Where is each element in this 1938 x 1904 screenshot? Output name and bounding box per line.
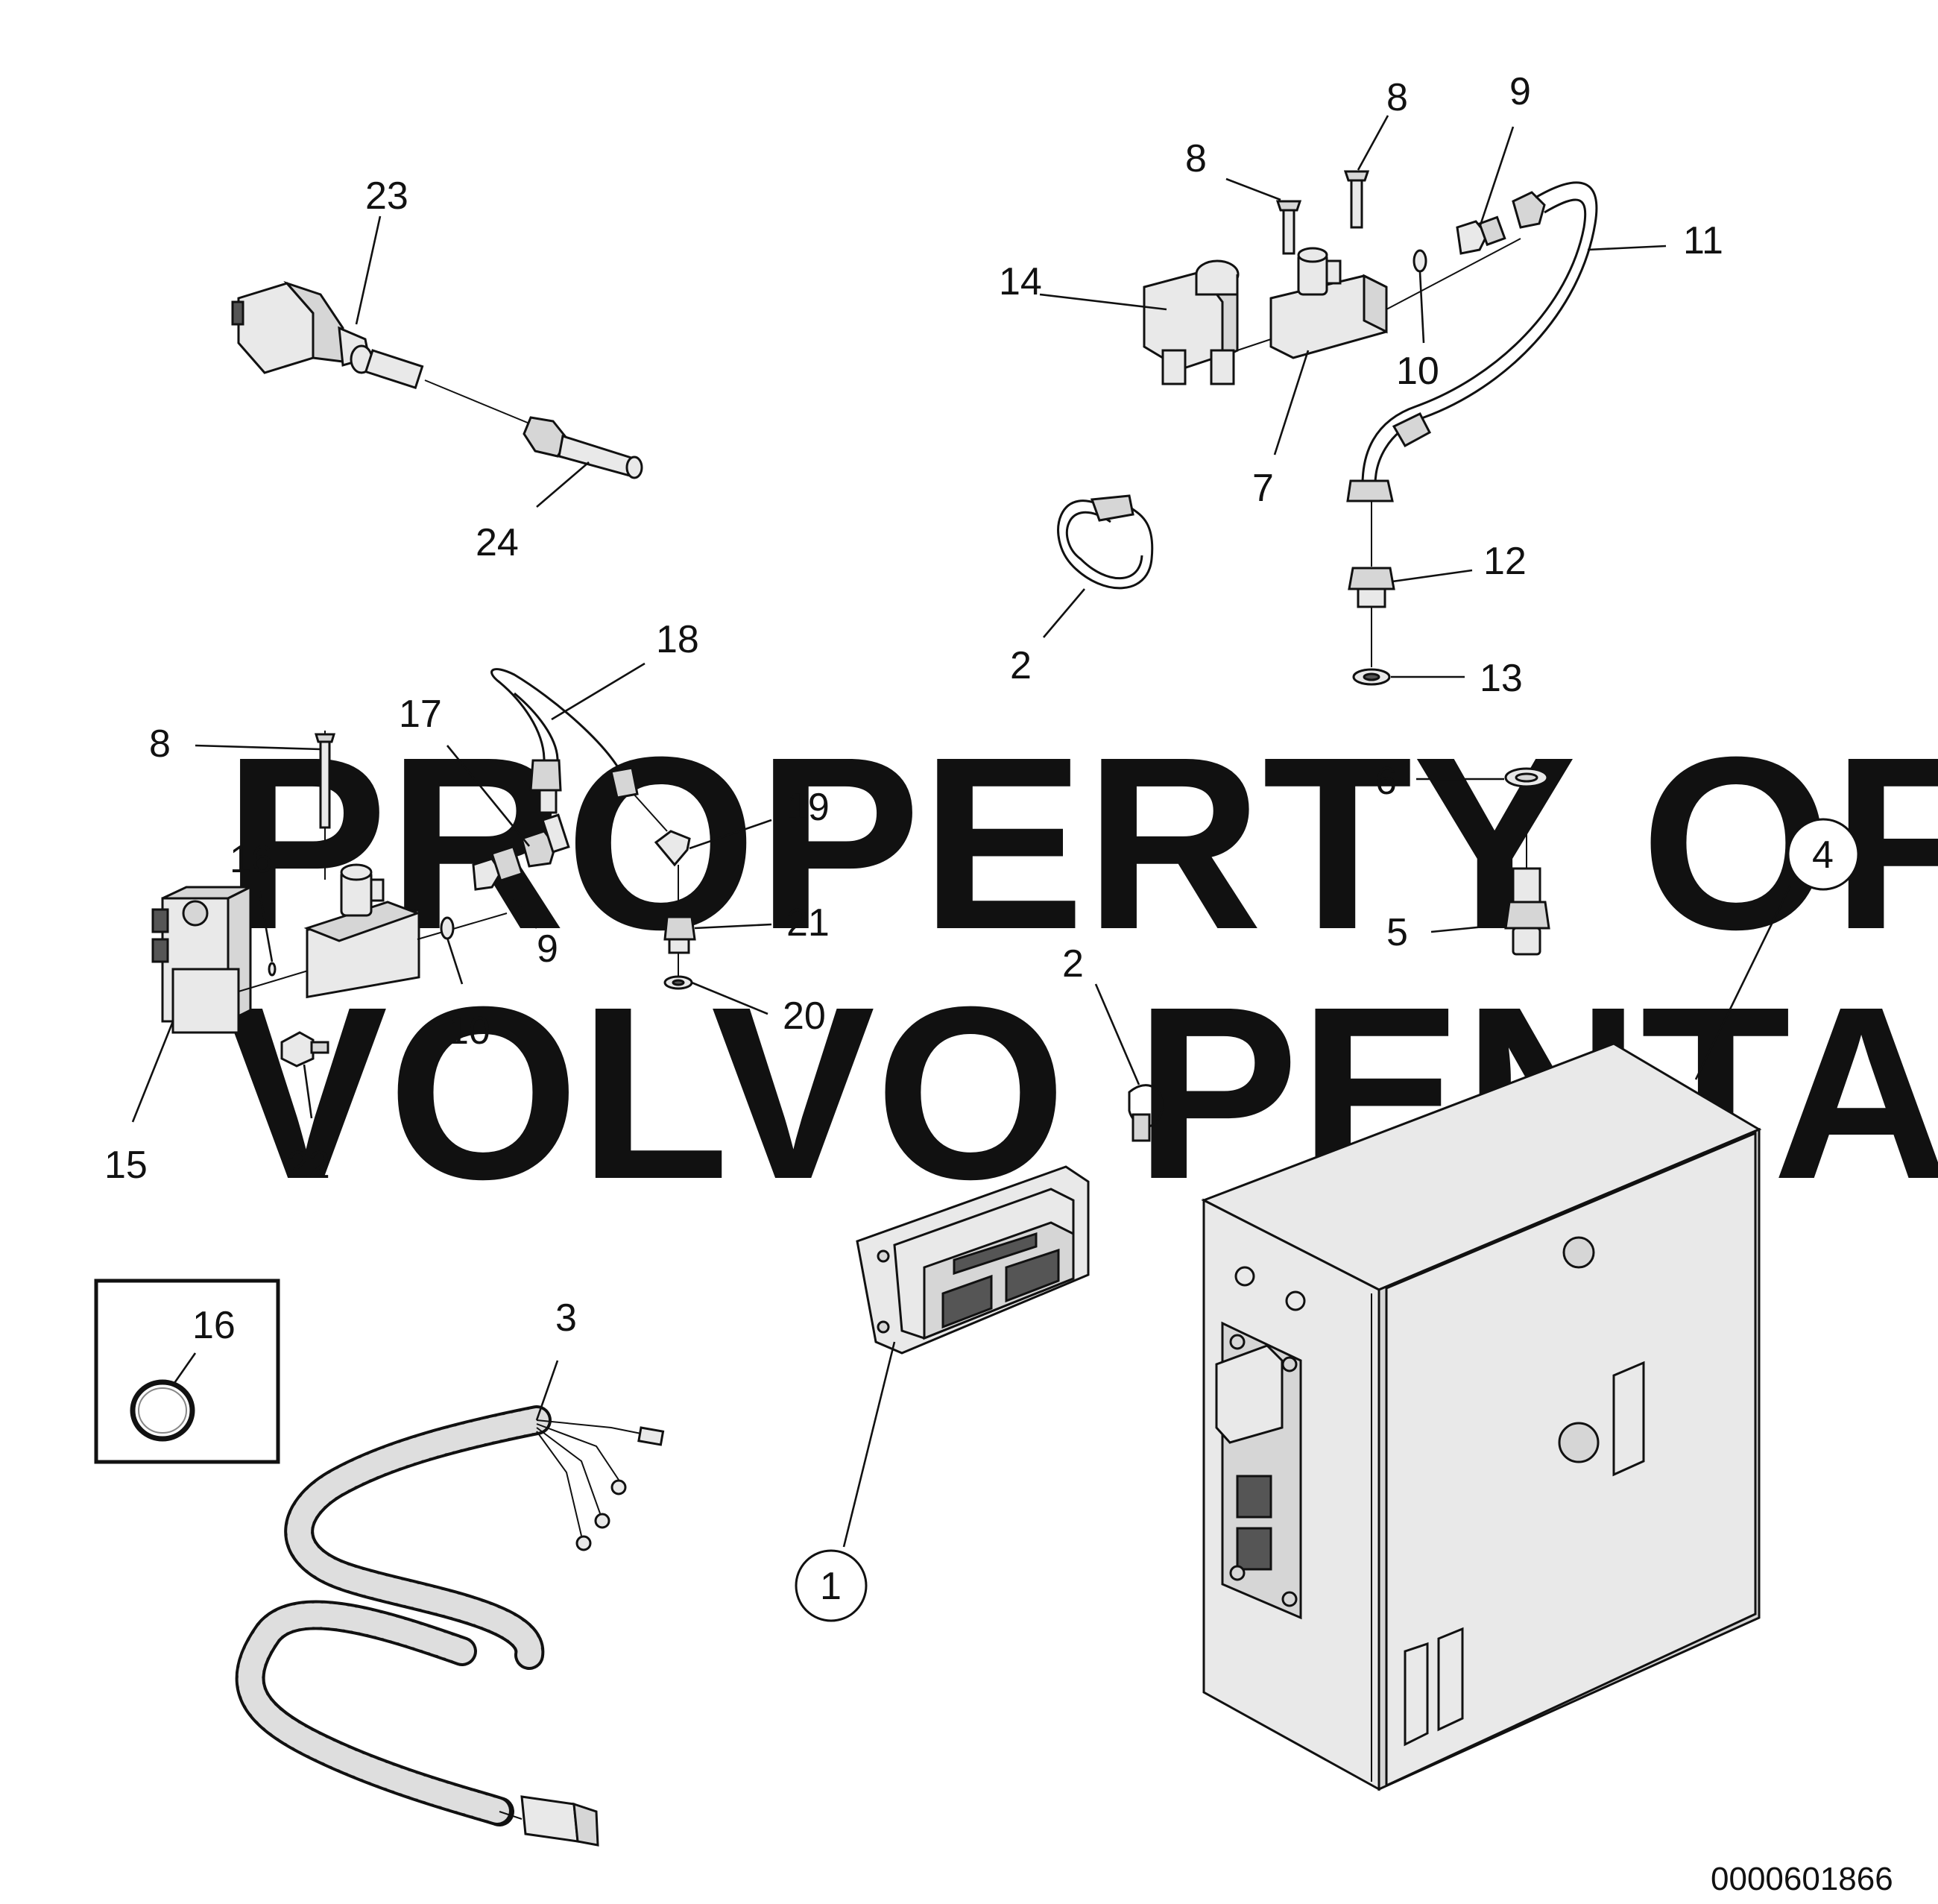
callout-15: 15 [104,1144,148,1187]
callout-2-lower: 2 [1062,942,1084,986]
watermark-line1: PROPERTY OF [224,705,1938,980]
callout-9-top: 9 [1509,70,1531,113]
valve-14-7-drawing [1143,170,1388,385]
callout-4-circle: 4 [1787,818,1860,891]
callout-22: 22 [287,1144,330,1187]
callout-1-circle: 1 [795,1549,868,1622]
callout-23: 23 [365,174,408,218]
valve-15-assembly-drawing [151,668,696,1068]
callout-21: 21 [786,901,830,945]
callout-7: 7 [1252,467,1274,510]
callout-6: 6 [1375,760,1397,803]
sensor-23-24-drawing [231,280,643,479]
callout-2-upper: 2 [1010,644,1032,687]
callout-8-top-left: 8 [1185,137,1207,180]
callout-24: 24 [476,521,519,564]
hose-clamp-2-lower-drawing [1128,1084,1164,1142]
callout-16-left: 16 [230,838,273,881]
callout-12: 12 [1483,540,1527,583]
callout-1: 1 [820,1565,842,1608]
callout-4: 4 [1812,833,1834,877]
callout-8-top-right: 8 [1386,76,1408,119]
callout-8-left: 8 [149,722,171,766]
electrical-box-4-drawing [1201,1042,1762,1791]
callout-19: 19 [786,786,830,829]
callout-16-detail: 16 [192,1304,236,1347]
callout-20: 20 [783,994,826,1038]
callout-3: 3 [555,1296,577,1340]
sensor-5-6-drawing [1504,767,1550,956]
callout-17: 17 [399,693,442,736]
callout-11: 11 [1683,219,1723,262]
document-id: 0000601866 [1711,1861,1893,1897]
callout-9-left: 9 [537,927,558,971]
callout-18: 18 [656,618,699,661]
wire-harness-3-drawing [235,1405,665,1847]
callout-5: 5 [1386,911,1408,954]
callout-10-left: 10 [447,1009,490,1053]
detail-box-o-ring [94,1279,280,1464]
callout-10-top: 10 [1396,350,1439,393]
callout-14: 14 [999,260,1042,303]
callout-13: 13 [1480,657,1523,700]
hose-11-assembly-drawing [1346,181,1598,686]
hose-clamp-2-upper-drawing [1057,494,1154,590]
ecu-part-1-drawing [856,1165,1090,1355]
